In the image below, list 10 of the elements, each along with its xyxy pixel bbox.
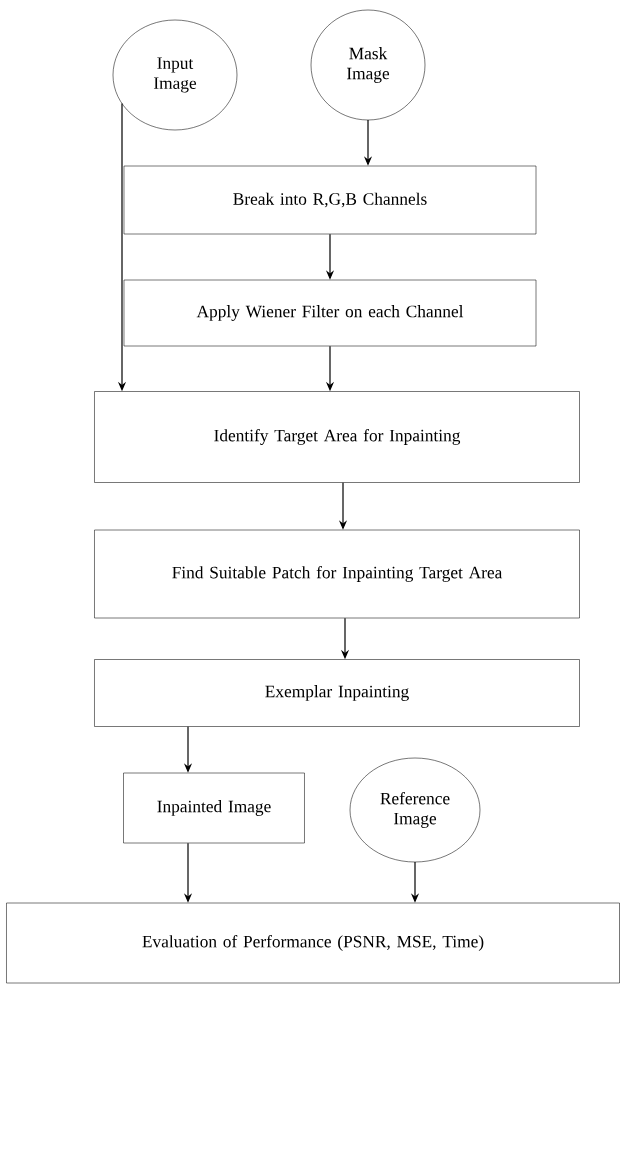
ellipse-node: Mask Image	[310, 9, 426, 121]
process-box: Identify Target Area for Inpainting	[94, 391, 580, 483]
ellipse-node: Reference Image	[349, 757, 481, 863]
process-box: Break into R,G,B Channels	[123, 165, 537, 235]
process-box: Apply Wiener Filter on each Channel	[123, 279, 537, 347]
ellipse-node: Input Image	[112, 19, 238, 131]
process-box: Inpainted Image	[123, 772, 305, 844]
process-box: Exemplar Inpainting	[94, 659, 580, 727]
process-box: Evaluation of Performance (PSNR, MSE, Time)	[6, 902, 620, 984]
process-box: Find Suitable Patch for Inpainting Target Area	[94, 529, 580, 619]
